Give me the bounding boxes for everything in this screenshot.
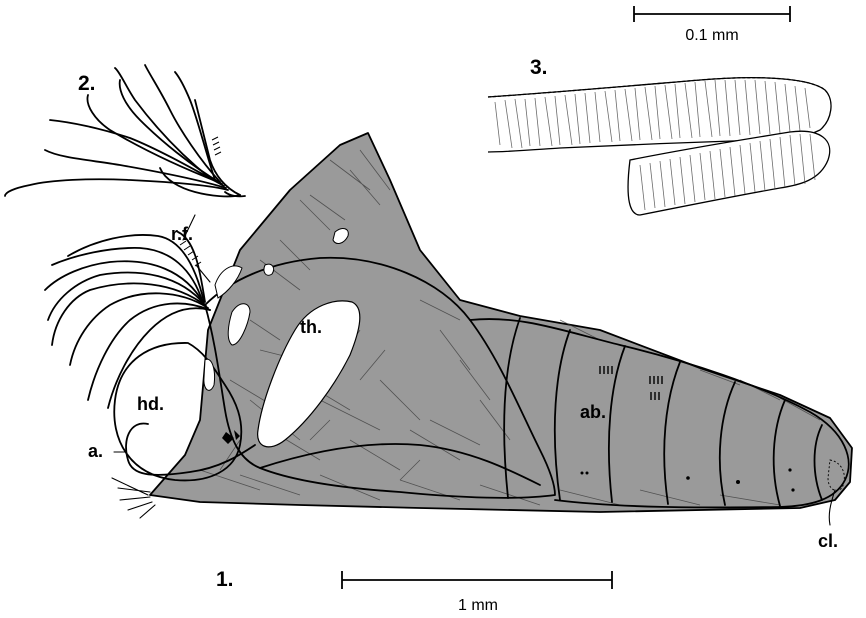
- scale-bar-large-label: 1 mm: [458, 597, 498, 614]
- panel-1-number: 1.: [216, 568, 234, 591]
- respiratory-filament-detail: [5, 65, 245, 196]
- label-antenna: a.: [88, 441, 103, 461]
- panel-3-number: 3.: [530, 56, 548, 79]
- scale-bar-small-label: 0.1 mm: [685, 27, 738, 44]
- label-thorax: th.: [300, 317, 322, 337]
- scale-bar-small: [634, 6, 790, 22]
- silk-thread-detail: [488, 78, 831, 215]
- label-respiratory-filaments: r.f.: [171, 224, 193, 244]
- label-abdomen: ab.: [580, 402, 606, 422]
- panel-2-number: 2.: [78, 72, 96, 95]
- label-head: hd.: [137, 394, 164, 414]
- respiratory-filaments: [45, 232, 210, 408]
- scale-bar-large: [342, 571, 612, 589]
- label-cocoon-lining: cl.: [818, 531, 838, 551]
